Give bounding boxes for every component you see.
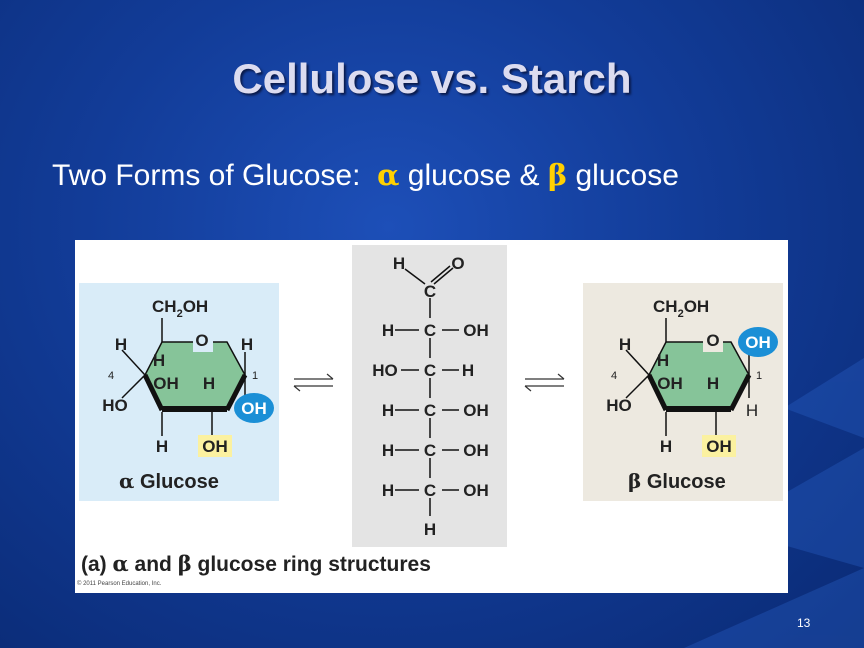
- alpha-oh-anomeric: OH: [241, 399, 267, 418]
- beta-carbon-1: 1: [756, 370, 762, 382]
- alpha-glucose-panel: CH2OH O H H 4 1 H OH H HO OH H OH α Gluc…: [79, 283, 279, 501]
- linear-row6-right: OH: [463, 481, 489, 500]
- alpha-ch2oh: CH2OH: [152, 297, 208, 320]
- beta-oh-inner: OH: [657, 374, 683, 393]
- beta-h-anomeric: H: [746, 401, 758, 420]
- alpha-ho-left: HO: [102, 396, 128, 415]
- linear-row5-right: OH: [463, 441, 489, 460]
- beta-ring-oxygen: O: [706, 331, 719, 350]
- beta-anomeric-oh-highlight: [738, 327, 778, 357]
- linear-row3-carbon: C: [424, 361, 436, 380]
- linear-row2-carbon: C: [424, 321, 436, 340]
- beta-word: glucose: [575, 159, 679, 192]
- alpha-h-inner: H: [153, 351, 165, 370]
- linear-bottom-h: H: [424, 520, 436, 539]
- beta-h-inner: H: [657, 351, 669, 370]
- alpha-oh-inner: OH: [153, 374, 179, 393]
- beta-glucose-label: β Glucose: [628, 469, 726, 493]
- alpha-h-top-right: H: [241, 335, 253, 354]
- beta-oh-anomeric: OH: [745, 333, 771, 352]
- alpha-symbol: α: [377, 158, 400, 192]
- beta-h-bottom: H: [660, 437, 672, 456]
- beta-ch2oh: CH2OH: [653, 297, 709, 320]
- beta-glucose-panel: CH2OH O OH H 4 1 H OH H HO H H OH β Gluc…: [583, 283, 783, 501]
- copyright-notice: © 2011 Pearson Education, Inc.: [77, 580, 162, 587]
- slide-subtitle: Two Forms of Glucose: α glucose & β gluc…: [52, 158, 679, 193]
- alpha-ring-oxygen: O: [195, 331, 208, 350]
- beta-h-top-left: H: [619, 335, 631, 354]
- linear-row5-left: H: [382, 441, 394, 460]
- beta-carbon-4: 4: [611, 370, 617, 382]
- linear-row3-left: HO: [372, 361, 398, 380]
- linear-row4-right: OH: [463, 401, 489, 420]
- linear-c1: C: [424, 282, 436, 301]
- beta-oh-bottom: OH: [706, 437, 732, 456]
- equilibrium-arrow-left: [293, 373, 334, 392]
- linear-top-h: H: [393, 254, 405, 273]
- alpha-h-top-left: H: [115, 335, 127, 354]
- page-number: 13: [797, 616, 811, 630]
- beta-ho-left: HO: [606, 396, 632, 415]
- alpha-glucose-label: α Glucose: [119, 469, 219, 493]
- subtitle-prefix: Two Forms of Glucose:: [52, 159, 361, 192]
- alpha-anomeric-oh-highlight: [234, 393, 274, 423]
- alpha-h-inner-right: H: [203, 374, 215, 393]
- linear-row6-carbon: C: [424, 481, 436, 500]
- alpha-carbon-1: 1: [252, 370, 258, 382]
- linear-row6-left: H: [382, 481, 394, 500]
- alpha-oh-bottom: OH: [202, 437, 228, 456]
- figure-caption: (a) α and β glucose ring structures: [81, 551, 431, 576]
- alpha-carbon-4: 4: [108, 370, 114, 382]
- alpha-word: glucose &: [407, 159, 540, 192]
- equilibrium-arrow-right: [524, 373, 565, 392]
- linear-row4-left: H: [382, 401, 394, 420]
- beta-symbol: β: [547, 158, 568, 192]
- linear-row4-carbon: C: [424, 401, 436, 420]
- linear-row3-right: H: [462, 361, 474, 380]
- slide-title: Cellulose vs. Starch: [232, 55, 632, 102]
- alpha-oh-bottom-highlight: [198, 435, 232, 457]
- linear-glucose-panel: H O C H C OH HO C H H C OH H C OH H C OH…: [352, 245, 507, 547]
- glucose-figure: CH2OH O H H 4 1 H OH H HO OH H OH α Gluc…: [75, 240, 788, 593]
- linear-top-o: O: [451, 254, 464, 273]
- alpha-h-bottom: H: [156, 437, 168, 456]
- beta-oh-bottom-highlight: [702, 435, 736, 457]
- linear-row2-left: H: [382, 321, 394, 340]
- beta-h-inner-right: H: [707, 374, 719, 393]
- linear-row5-carbon: C: [424, 441, 436, 460]
- linear-row2-right: OH: [463, 321, 489, 340]
